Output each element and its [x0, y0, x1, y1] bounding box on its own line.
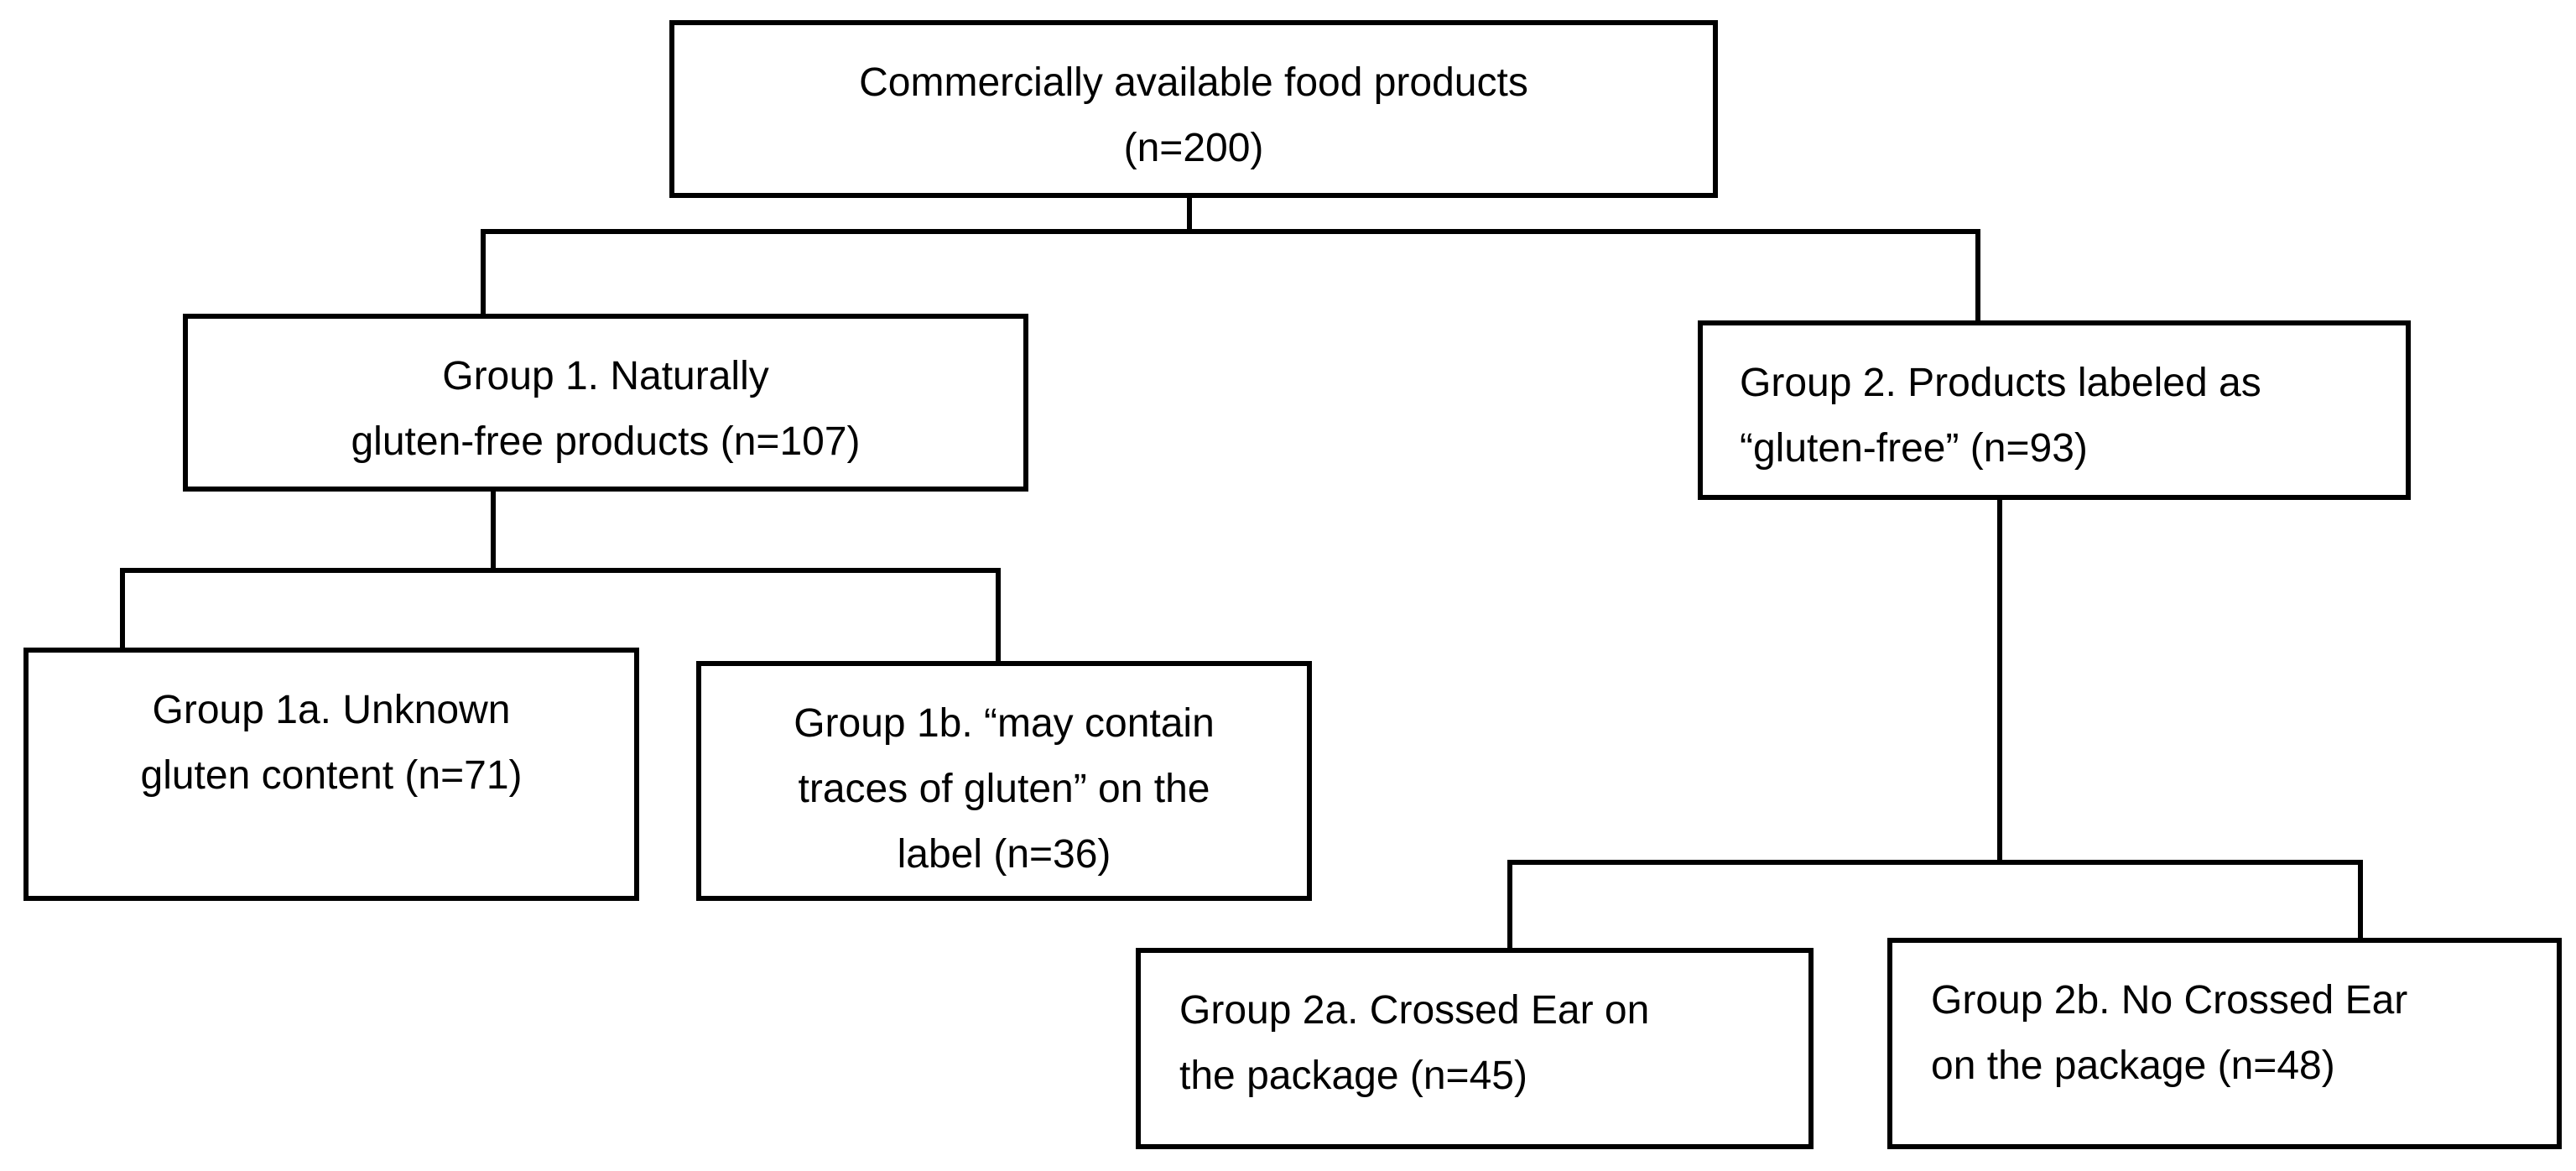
node-group-1: Group 1. Naturally gluten-free products … [183, 314, 1028, 492]
node-group-2b-line-1: Group 2b. No Crossed Ear [1931, 978, 2408, 1023]
node-group-1a: Group 1a. Unknown gluten content (n=71) [23, 648, 639, 901]
node-group-2b: Group 2b. No Crossed Ear on the package … [1887, 938, 2562, 1149]
node-group-1b-line-1: Group 1b. “may contain [794, 701, 1215, 746]
connector-group1-to-subgroups [120, 487, 1001, 665]
node-group-2a-line-1: Group 2a. Crossed Ear on [1179, 988, 1650, 1033]
connector-root-to-groups [481, 192, 1980, 325]
connector-group2-to-subgroups [1507, 497, 2363, 952]
node-root-line-1: Commercially available food products [859, 60, 1528, 105]
node-group-1b: Group 1b. “may contain traces of gluten”… [696, 661, 1312, 901]
node-group-1-line-1: Group 1. Naturally [442, 354, 769, 398]
node-root: Commercially available food products (n=… [669, 20, 1718, 198]
node-group-2: Group 2. Products labeled as “gluten-fre… [1698, 320, 2411, 500]
node-group-1-line-2: gluten-free products (n=107) [351, 419, 861, 464]
node-group-2-line-2: “gluten-free” (n=93) [1740, 426, 2088, 471]
node-group-2a: Group 2a. Crossed Ear on the package (n=… [1136, 948, 1814, 1149]
node-group-2-line-1: Group 2. Products labeled as [1740, 361, 2261, 405]
node-group-1a-line-2: gluten content (n=71) [140, 753, 523, 798]
node-group-2a-line-2: the package (n=45) [1179, 1054, 1527, 1098]
node-group-2b-line-2: on the package (n=48) [1931, 1043, 2335, 1088]
node-group-1b-line-2: traces of gluten” on the [798, 767, 1210, 811]
node-group-1a-line-1: Group 1a. Unknown [152, 688, 511, 732]
node-group-1b-line-3: label (n=36) [897, 832, 1111, 877]
node-root-line-2: (n=200) [1123, 126, 1264, 170]
